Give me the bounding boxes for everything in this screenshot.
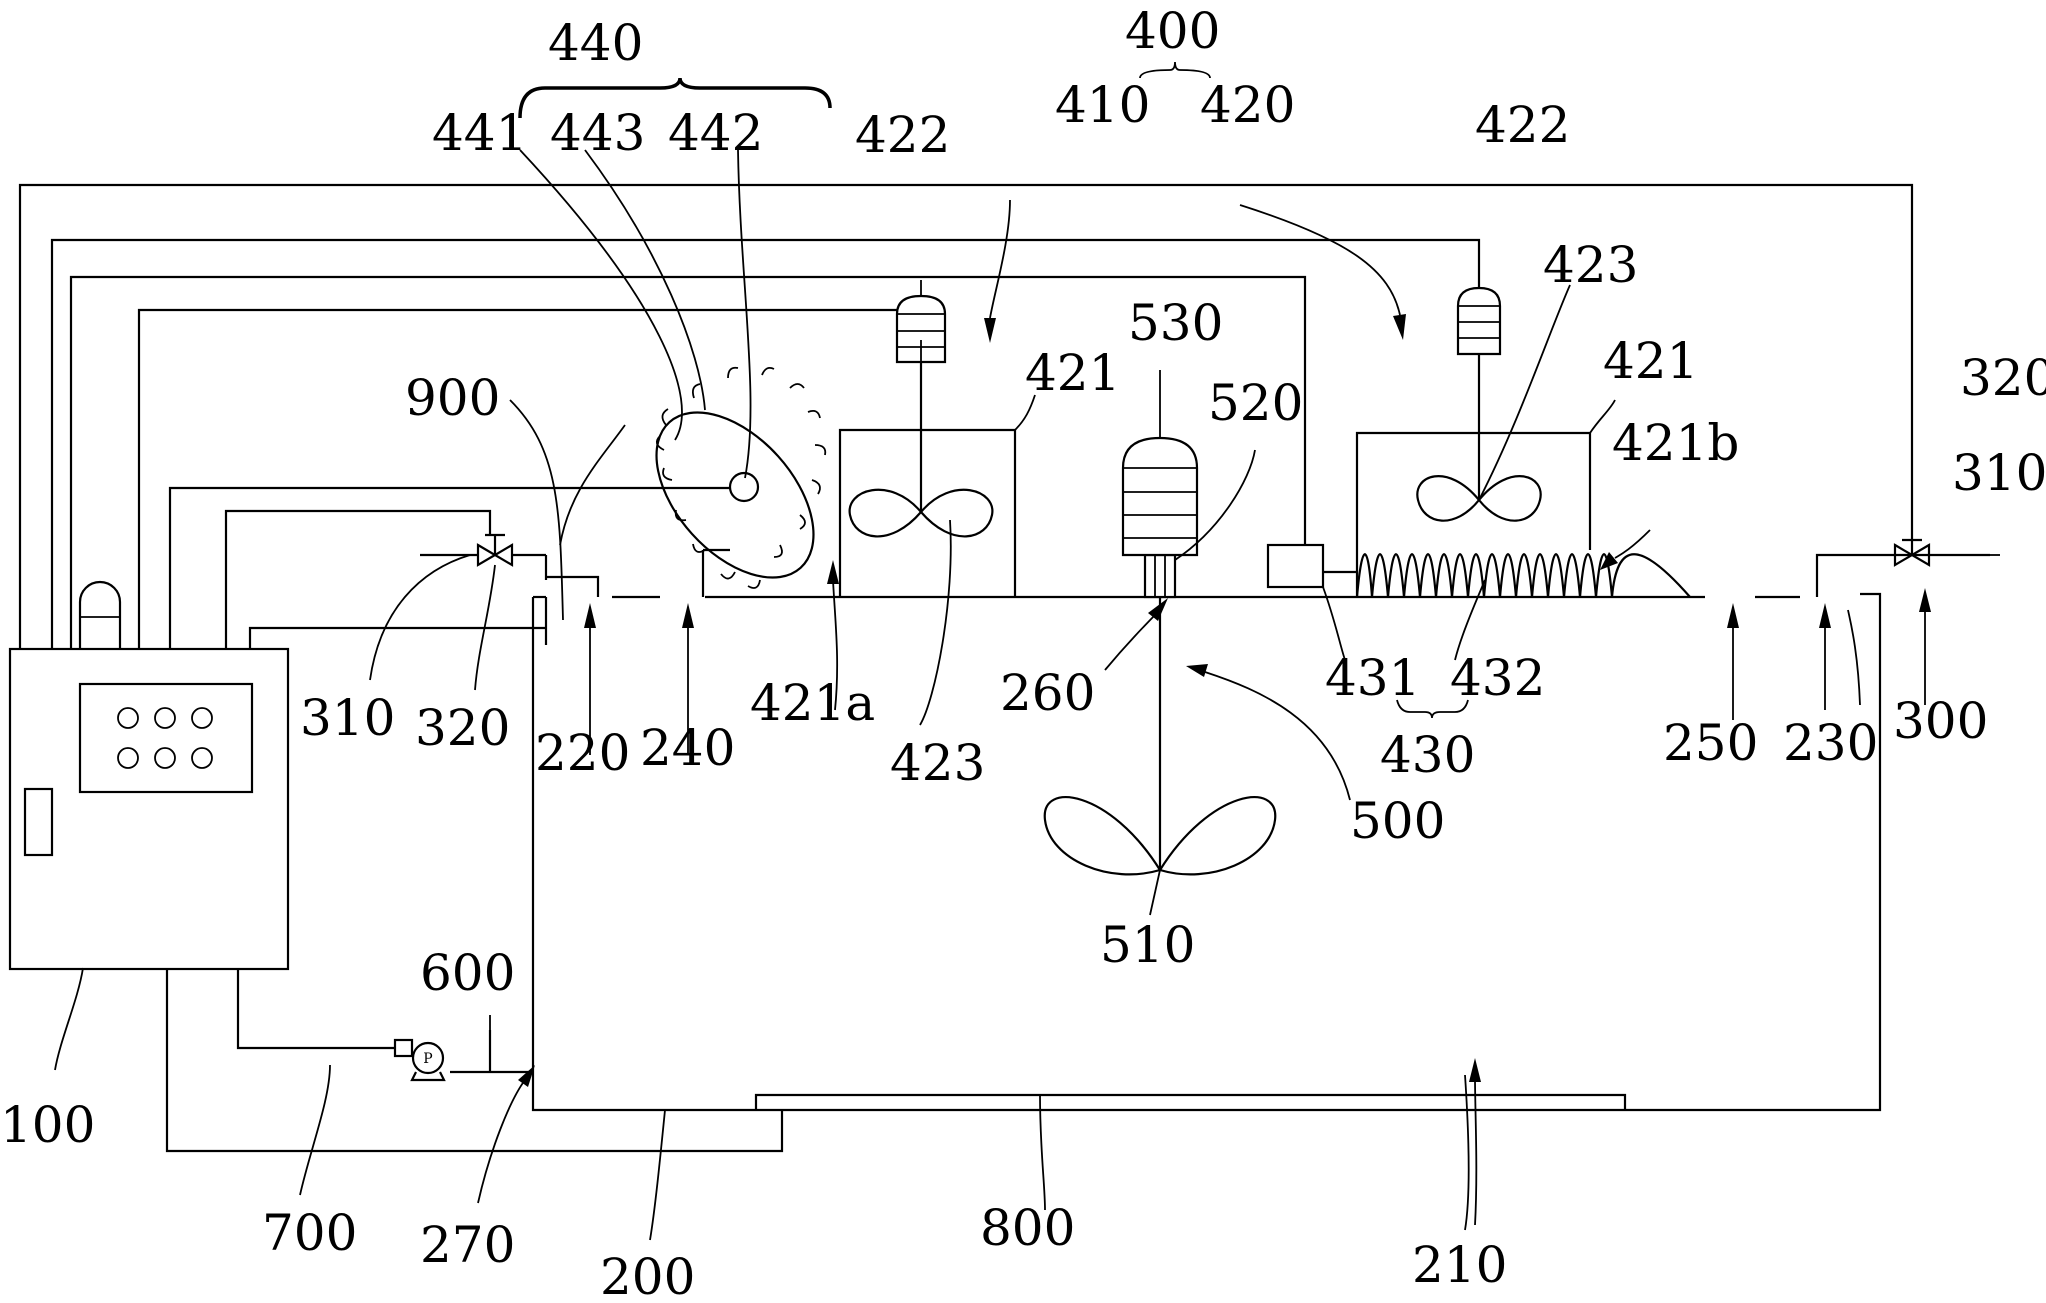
label-422-right: 422 <box>1475 96 1570 154</box>
label-310-left: 310 <box>300 689 395 747</box>
label-440: 440 <box>548 14 643 72</box>
label-200: 200 <box>600 1248 695 1303</box>
label-250: 250 <box>1663 714 1758 772</box>
label-430: 430 <box>1380 726 1475 784</box>
label-600: 600 <box>420 944 515 1002</box>
label-441: 441 <box>432 104 527 162</box>
label-442: 442 <box>668 104 763 162</box>
label-421-right: 421 <box>1603 332 1698 390</box>
stirring-box-410 <box>838 294 1017 597</box>
label-510: 510 <box>1100 916 1195 974</box>
label-240: 240 <box>640 719 735 777</box>
left-inlet-valve <box>420 533 548 580</box>
motor-422-right <box>1456 286 1502 356</box>
label-210: 210 <box>1412 1236 1507 1294</box>
label-431: 431 <box>1325 649 1420 707</box>
label-520: 520 <box>1208 374 1303 432</box>
pump-700: P <box>393 1030 533 1082</box>
nozzle-ring-440 <box>655 366 827 597</box>
controller-100 <box>8 580 290 971</box>
label-421a: 421a <box>750 674 875 732</box>
label-423-right: 423 <box>1543 236 1638 294</box>
label-310-right: 310 <box>1952 444 2046 502</box>
label-420: 420 <box>1200 76 1295 134</box>
pump-letter: P <box>423 1051 432 1067</box>
label-800: 800 <box>980 1199 1075 1257</box>
heater-430 <box>1266 543 1691 598</box>
plate-800 <box>754 1093 1627 1110</box>
leader-lines <box>54 149 2000 1241</box>
label-900: 900 <box>405 369 500 427</box>
motor-422-left <box>895 294 947 364</box>
label-220: 220 <box>535 724 630 782</box>
label-320-right: 320 <box>1960 349 2046 407</box>
label-421b: 421b <box>1612 414 1739 472</box>
tank-200 <box>531 553 1990 1112</box>
right-inlet-valve <box>1893 538 1931 567</box>
signal-wires <box>18 183 1914 1153</box>
label-230: 230 <box>1783 714 1878 772</box>
braces <box>518 61 1469 719</box>
label-100: 100 <box>0 1096 95 1154</box>
label-432: 432 <box>1450 649 1545 707</box>
controller-buttons <box>117 707 213 769</box>
arrows <box>477 199 1931 1226</box>
label-700: 700 <box>262 1204 357 1262</box>
label-500: 500 <box>1350 792 1445 850</box>
mixer-500 <box>1043 436 1277 876</box>
label-422-left: 422 <box>855 106 950 164</box>
label-260: 260 <box>1000 664 1095 722</box>
label-320-left: 320 <box>415 699 510 757</box>
label-423-left: 423 <box>890 734 985 792</box>
label-300: 300 <box>1893 692 1988 750</box>
label-443: 443 <box>550 104 645 162</box>
label-530: 530 <box>1128 294 1223 352</box>
nozzle-hooks <box>655 366 827 589</box>
label-400: 400 <box>1125 2 1220 60</box>
label-421-left: 421 <box>1025 344 1120 402</box>
label-270: 270 <box>420 1216 515 1274</box>
stirring-box-420 <box>1266 286 1691 598</box>
label-410: 410 <box>1055 76 1150 134</box>
